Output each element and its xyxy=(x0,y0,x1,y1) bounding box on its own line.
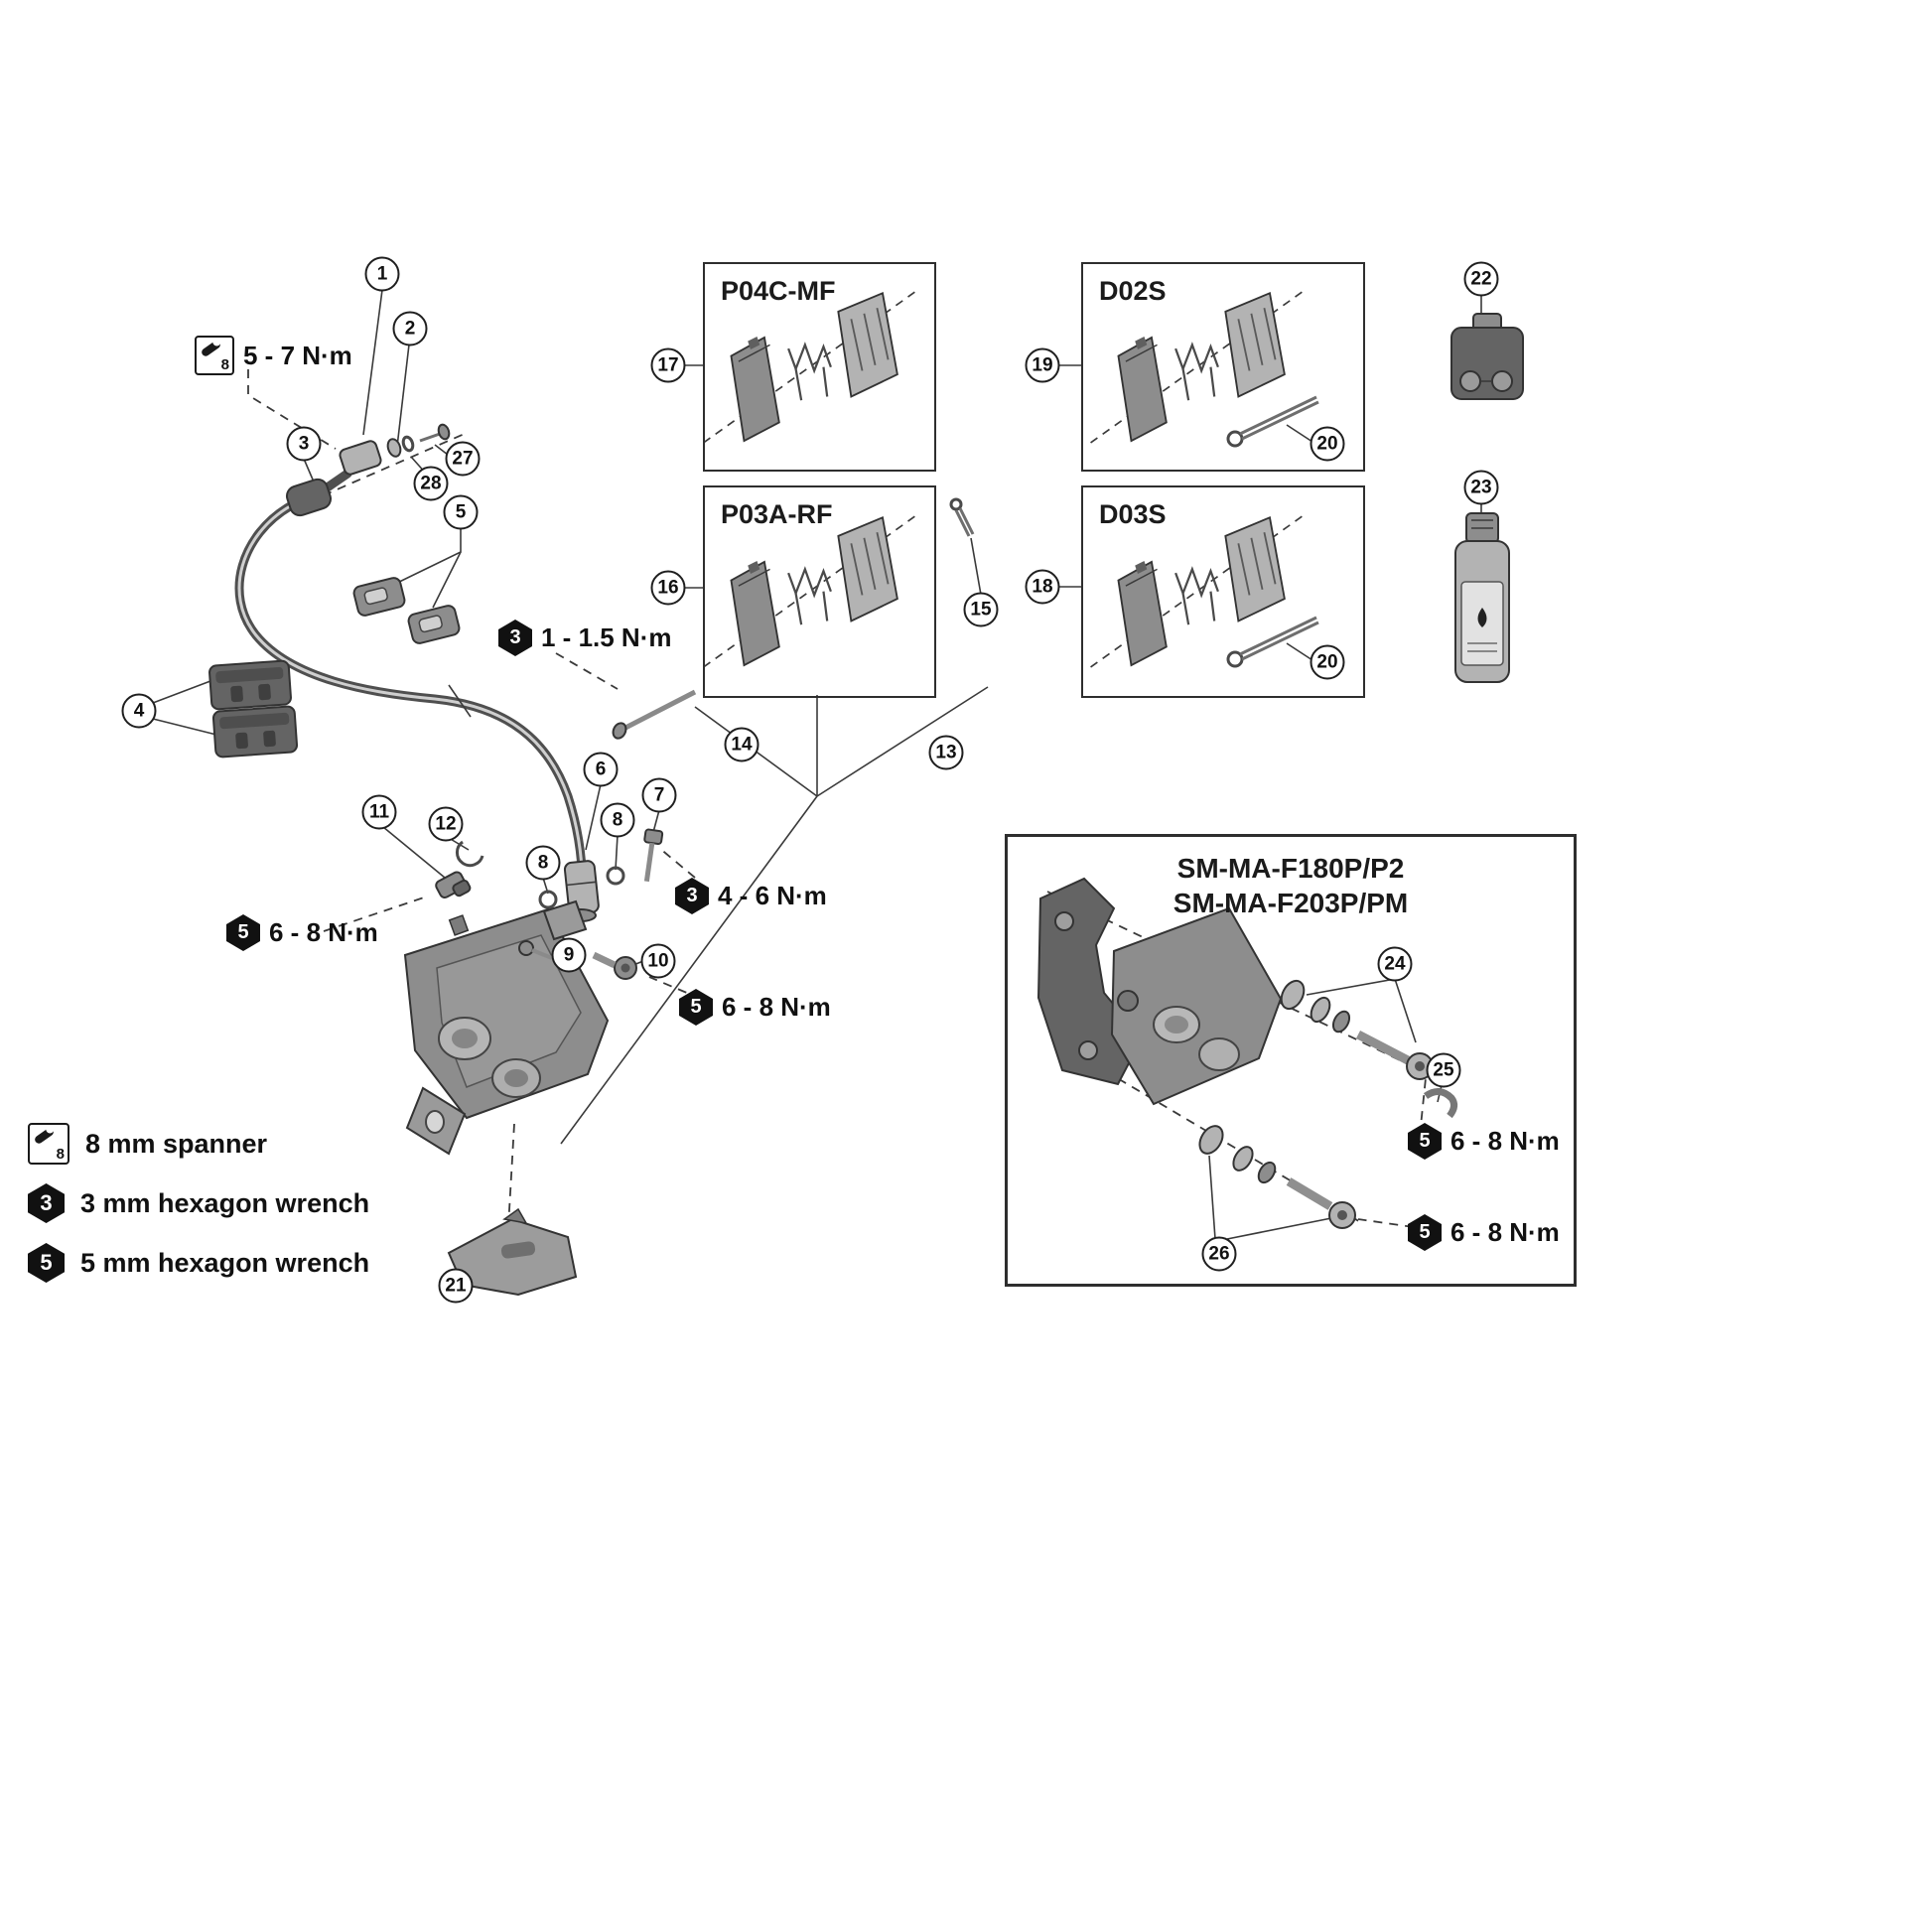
callout-24: 24 xyxy=(1377,946,1413,982)
legend-label: 5 mm hexagon wrench xyxy=(80,1247,370,1278)
torque-label: 5 6 - 8 N·m xyxy=(1408,1214,1560,1251)
spanner-icon: 8 xyxy=(195,336,234,375)
frame-cover-blocks xyxy=(208,659,299,759)
torque-value: 6 - 8 N·m xyxy=(269,917,378,947)
part-box-title: P03A-RF xyxy=(721,499,833,529)
legend-item-hex5: 5 5 mm hexagon wrench xyxy=(28,1233,369,1293)
hex-wrench-icon: 5 xyxy=(679,989,713,1026)
callout-3: 3 xyxy=(286,426,322,462)
wrench-glyph xyxy=(33,1126,56,1146)
hose-connector-parts xyxy=(285,423,451,517)
torque-label: 5 6 - 8 N·m xyxy=(679,989,831,1026)
callout-9: 9 xyxy=(551,937,587,973)
callout-2: 2 xyxy=(392,311,428,346)
hose-holder xyxy=(1450,313,1524,400)
callout-20: 20 xyxy=(1310,644,1345,680)
part-box-title: P04C-MF xyxy=(721,276,836,306)
hex-size: 3 xyxy=(40,1190,53,1215)
hex-size: 5 xyxy=(40,1250,53,1275)
callout-14: 14 xyxy=(724,727,759,762)
hex-wrench-icon: 5 xyxy=(1408,1214,1442,1251)
part-box-P03A-RF: P03A-RF xyxy=(703,485,936,698)
callout-11: 11 xyxy=(361,794,397,830)
callout-10: 10 xyxy=(640,943,676,979)
callout-6: 6 xyxy=(583,752,619,787)
spanner-icon: 8 xyxy=(28,1123,69,1165)
fin-bracket xyxy=(447,1207,578,1297)
callout-21: 21 xyxy=(438,1268,474,1304)
torque-value: 6 - 8 N·m xyxy=(1450,1126,1560,1156)
callout-4: 4 xyxy=(121,693,157,729)
callout-8: 8 xyxy=(525,845,561,881)
callout-1: 1 xyxy=(364,256,400,292)
hex-wrench-icon: 5 xyxy=(226,914,260,951)
bleed-parts xyxy=(435,840,484,898)
callout-7: 7 xyxy=(641,777,677,813)
part-box-P04C-MF: P04C-MF xyxy=(703,262,936,472)
hose-clips xyxy=(352,577,461,644)
callout-26: 26 xyxy=(1201,1236,1237,1272)
torque-label: 8 5 - 7 N·m xyxy=(195,336,352,375)
hex-wrench-icon: 5 xyxy=(1408,1123,1442,1160)
legend: 8 8 mm spanner 3 3 mm hexagon wrench 5 5… xyxy=(28,1114,369,1293)
callout-18: 18 xyxy=(1025,569,1060,605)
torque-label: 5 6 - 8 N·m xyxy=(226,914,378,951)
torque-label: 3 4 - 6 N·m xyxy=(675,878,827,914)
pad-axle xyxy=(612,689,697,740)
hex-wrench-icon: 3 xyxy=(498,620,532,656)
caliper-bolts xyxy=(518,940,637,980)
torque-value: 6 - 8 N·m xyxy=(722,992,831,1022)
wrench-glyph xyxy=(200,339,222,358)
torque-label: 5 6 - 8 N·m xyxy=(1408,1123,1560,1160)
adapter-assembly xyxy=(1036,877,1458,1229)
callout-16: 16 xyxy=(650,570,686,606)
callout-25: 25 xyxy=(1426,1052,1461,1088)
spanner-size: 8 xyxy=(56,1146,65,1163)
callout-5: 5 xyxy=(443,494,479,530)
hex-wrench-icon: 3 xyxy=(675,878,709,914)
callout-15: 15 xyxy=(963,592,999,627)
callout-28: 28 xyxy=(413,466,449,501)
torque-value: 6 - 8 N·m xyxy=(1450,1217,1560,1247)
adapter-title-line1: SM-MA-F180P/P2 xyxy=(1176,853,1405,884)
hex-wrench-icon: 3 xyxy=(28,1183,65,1223)
legend-label: 8 mm spanner xyxy=(85,1128,268,1159)
torque-value: 4 - 6 N·m xyxy=(718,881,827,910)
snap-pin xyxy=(949,497,975,537)
callout-12: 12 xyxy=(428,806,464,842)
callout-27: 27 xyxy=(445,441,481,477)
oil-bottle xyxy=(1454,512,1510,683)
torque-value: 5 - 7 N·m xyxy=(243,340,352,370)
callout-13: 13 xyxy=(928,735,964,770)
adapter-title-line2: SM-MA-F203P/PM xyxy=(1173,888,1409,918)
leader-lines xyxy=(152,289,1482,1272)
callout-23: 23 xyxy=(1463,470,1499,505)
callout-19: 19 xyxy=(1025,347,1060,383)
hex-wrench-icon: 5 xyxy=(28,1243,65,1283)
callout-20: 20 xyxy=(1310,426,1345,462)
callout-8: 8 xyxy=(600,802,635,838)
adapter-box: SM-MA-F180P/P2 SM-MA-F203P/PM xyxy=(1005,834,1577,1287)
callout-17: 17 xyxy=(650,347,686,383)
part-box-title: D03S xyxy=(1099,499,1167,529)
part-box-D02S: D02S xyxy=(1081,262,1365,472)
legend-item-spanner: 8 8 mm spanner xyxy=(28,1114,369,1173)
legend-label: 3 mm hexagon wrench xyxy=(80,1187,370,1218)
torque-value: 1 - 1.5 N·m xyxy=(541,622,672,652)
torque-label: 3 1 - 1.5 N·m xyxy=(498,620,672,656)
callout-22: 22 xyxy=(1463,261,1499,297)
part-box-title: D02S xyxy=(1099,276,1167,306)
legend-item-hex3: 3 3 mm hexagon wrench xyxy=(28,1173,369,1233)
part-box-D03S: D03S xyxy=(1081,485,1365,698)
